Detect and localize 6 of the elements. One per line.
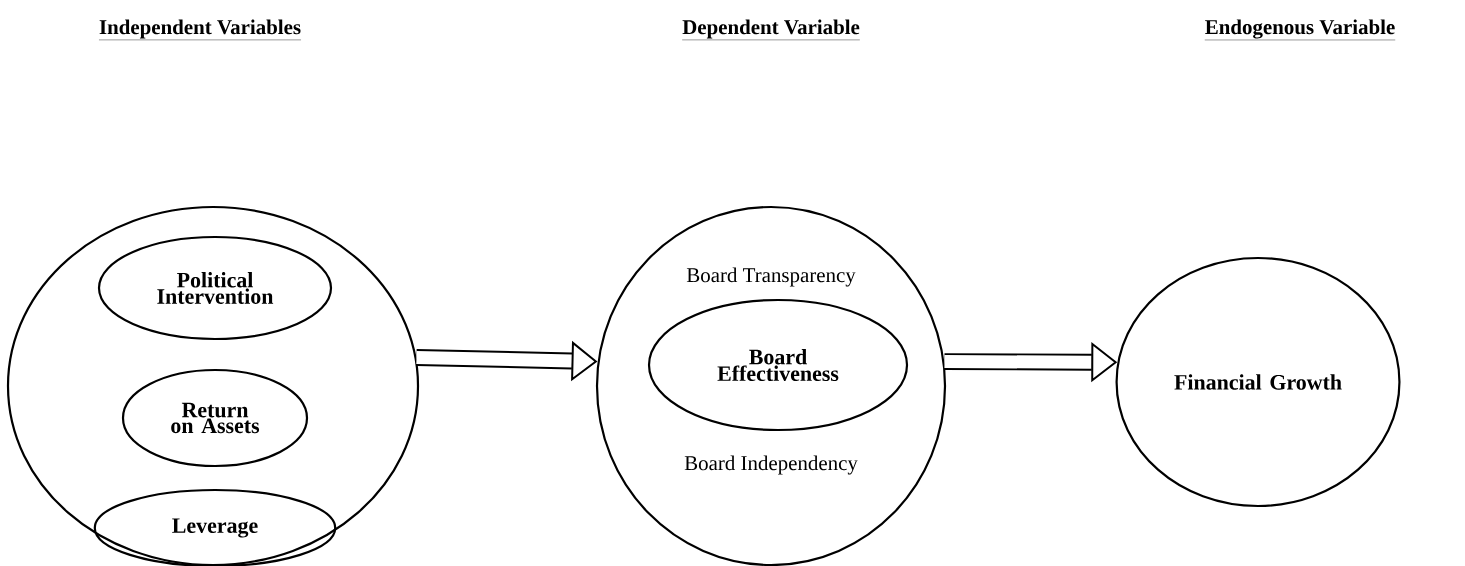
circle	[6, 205, 420, 566]
variable-label: Board Independency	[684, 455, 858, 475]
variable-label: Board Transparency	[686, 267, 856, 287]
column-heading: Endogenous Variable	[1204, 19, 1396, 41]
column-heading: Independent Variables	[98, 19, 302, 41]
column-heading: Dependent Variable	[681, 19, 861, 41]
